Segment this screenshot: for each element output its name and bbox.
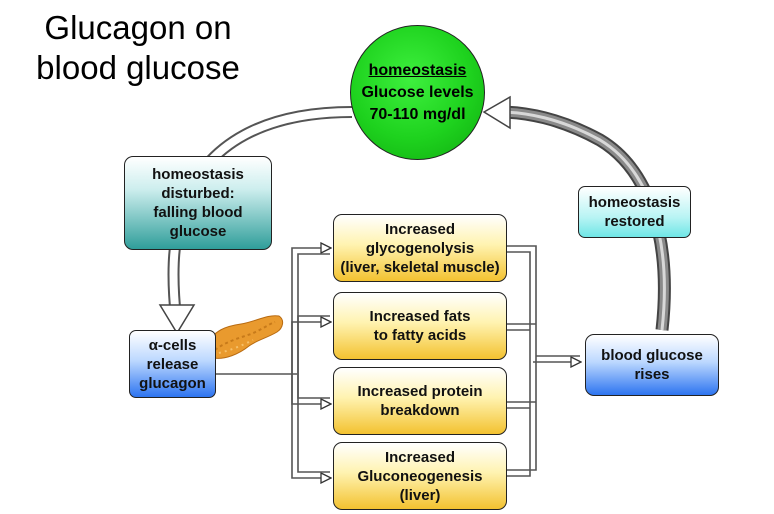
- effect-2-line-2: to fatty acids: [373, 327, 467, 344]
- effect-box-glycogenolysis: Increased glycogenolysis (liver, skeleta…: [333, 214, 507, 282]
- homeostasis-heading: homeostasis: [368, 61, 467, 79]
- alpha-line-2: release: [146, 355, 199, 373]
- effect-4-line-1: Increased: [384, 448, 456, 466]
- title-line-1: Glucagon on: [44, 9, 232, 46]
- glucose-levels-label: Glucose levels: [361, 83, 474, 101]
- right-curved-arrow-head: [482, 95, 511, 130]
- effect-3-line-1: Increased protein: [357, 383, 483, 400]
- disturbed-line-4: glucose: [169, 223, 227, 240]
- glucose-range-label: 70-110 mg/dl: [369, 105, 466, 123]
- homeostasis-circle: homeostasis Glucose levels 70-110 mg/dl: [350, 25, 485, 160]
- effect-4-line-3: (liver): [399, 486, 441, 504]
- homeostasis-disturbed-box: homeostasis disturbed: falling blood glu…: [124, 156, 272, 250]
- effect-box-fatty-acids: Increased fats to fatty acids: [333, 292, 507, 360]
- fan-out-connectors: [214, 248, 330, 478]
- blood-glucose-rises-box: blood glucose rises: [585, 334, 719, 396]
- diagram-title: Glucagon on blood glucose: [8, 8, 268, 88]
- rises-line-2: rises: [634, 366, 670, 383]
- pancreas-image: [205, 315, 284, 359]
- title-line-2: blood glucose: [36, 49, 240, 86]
- rises-line-1: blood glucose: [601, 347, 703, 364]
- effect-1-line-2: glycogenolysis: [365, 239, 475, 257]
- restored-line-1: homeostasis: [588, 194, 681, 211]
- right-curved-arrow-highlight: [499, 110, 666, 331]
- effect-box-gluconeogenesis: Increased Gluconeogenesis (liver): [333, 442, 507, 510]
- effect-1-line-3: (liver, skeletal muscle): [340, 258, 500, 276]
- disturbed-line-2: disturbed:: [161, 185, 235, 202]
- left-curved-arrow-head: [158, 304, 196, 335]
- effect-2-line-1: Increased fats: [369, 308, 471, 325]
- effect-1-line-1: Increased: [384, 220, 456, 238]
- effect-3-line-2: breakdown: [380, 402, 460, 419]
- alpha-line-1: α-cells: [148, 336, 197, 354]
- restored-line-2: restored: [604, 213, 665, 230]
- fan-in-connectors: [507, 245, 580, 477]
- homeostasis-restored-box: homeostasis restored: [578, 186, 691, 238]
- alpha-cells-box: α-cells release glucagon: [129, 330, 216, 398]
- effect-box-protein-breakdown: Increased protein breakdown: [333, 367, 507, 435]
- disturbed-line-1: homeostasis: [152, 166, 244, 183]
- alpha-line-3: glucagon: [139, 374, 206, 392]
- disturbed-line-3: falling blood: [153, 204, 243, 221]
- effect-4-line-2: Gluconeogenesis: [357, 467, 483, 485]
